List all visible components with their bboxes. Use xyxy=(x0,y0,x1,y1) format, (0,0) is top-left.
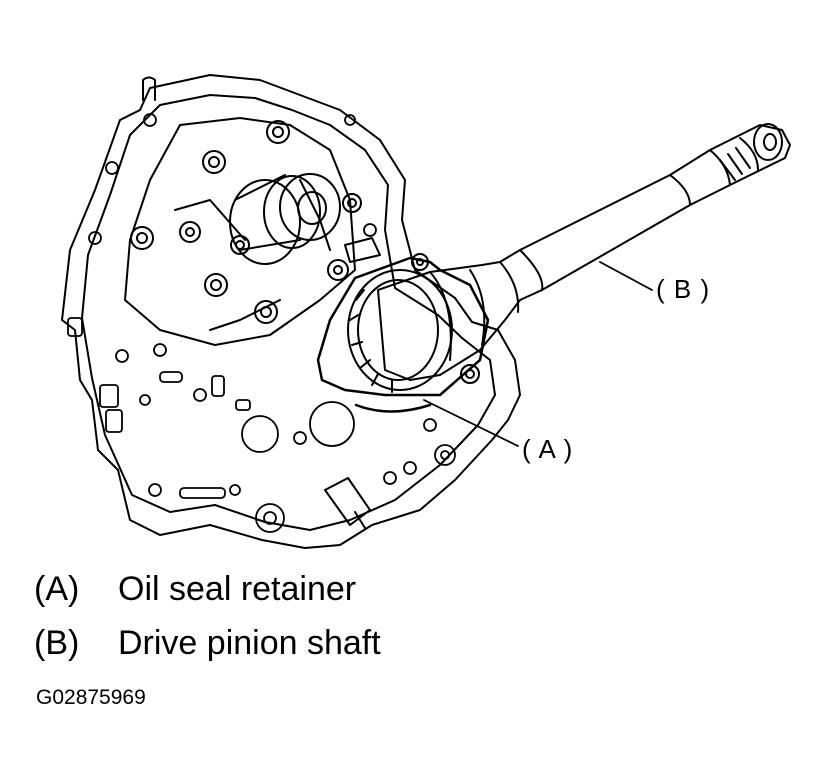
leader-line-b xyxy=(599,261,653,291)
transmission-case-illustration xyxy=(61,74,791,549)
bolt-bosses xyxy=(130,120,480,384)
retainer-bracket xyxy=(344,237,381,263)
flange-slots xyxy=(67,317,251,499)
upper-shaft xyxy=(229,173,341,265)
legend-text-a: Oil seal retainer xyxy=(118,570,357,608)
case-outline xyxy=(61,74,521,549)
flange-holes xyxy=(88,113,456,533)
legend-key-a: (A) xyxy=(34,570,80,608)
dowel-pin xyxy=(142,76,156,101)
inner-cavity xyxy=(124,117,356,346)
oil-seal-retainer xyxy=(316,256,490,413)
lower-bracket xyxy=(324,477,371,529)
callout-label-b: ( B ) xyxy=(656,274,711,304)
legend-item-a: (A) Oil seal retainer xyxy=(34,570,356,609)
callout-label-a: ( A ) xyxy=(522,434,574,464)
case-inner-flange xyxy=(81,94,496,531)
leader-line-a xyxy=(423,399,519,447)
inner-rib xyxy=(174,179,331,331)
legend-text-b: Drive pinion shaft xyxy=(118,624,381,662)
figure-id: G02875969 xyxy=(36,686,146,709)
drive-pinion-shaft xyxy=(377,123,791,381)
legend-key-b: (B) xyxy=(34,624,80,662)
legend-item-b: (B) Drive pinion shaft xyxy=(34,624,381,663)
